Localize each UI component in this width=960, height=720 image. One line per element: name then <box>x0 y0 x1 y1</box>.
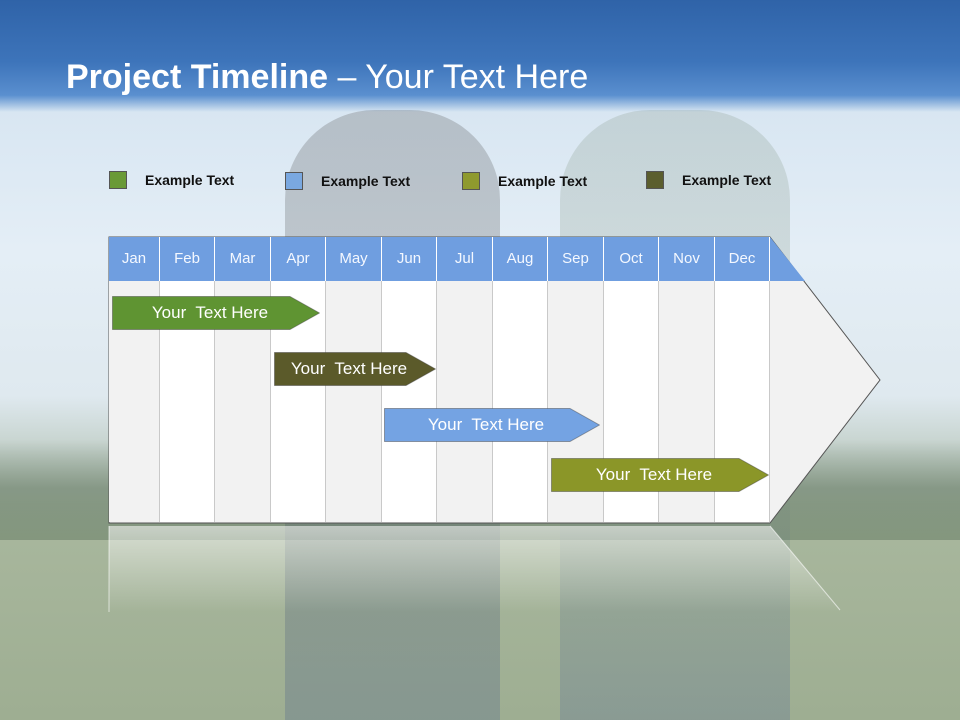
legend-swatch-2 <box>285 172 303 190</box>
task-label-2: Your Text Here <box>290 359 408 378</box>
task-bar-1: Your Text Here <box>112 296 320 330</box>
reflection-edge-diagonal <box>769 525 841 611</box>
task-arrow-shape-2 <box>274 352 436 386</box>
month-column-aug <box>493 281 548 522</box>
task-label-1: Your Text Here <box>151 303 269 322</box>
task-bar-4: Your Text Here <box>551 458 769 492</box>
title-rest: – Your Text Here <box>328 58 589 96</box>
task-label-4: Your Text Here <box>595 465 713 484</box>
slide-title: Project Timeline – Your Text Here <box>66 58 588 97</box>
month-header-jun: Jun <box>382 237 437 281</box>
month-header-jul: Jul <box>437 237 493 281</box>
task-arrow-shape-1 <box>112 296 320 330</box>
legend-swatch-3 <box>462 172 480 190</box>
month-column-may <box>326 281 382 522</box>
task-arrow-polygon-4 <box>551 458 769 492</box>
task-arrow-shape-4 <box>551 458 769 492</box>
month-header-may: May <box>326 237 382 281</box>
month-header-apr: Apr <box>271 237 326 281</box>
month-header-feb: Feb <box>160 237 215 281</box>
timeline-header-cap <box>770 237 805 281</box>
legend-label-2: Example Text <box>321 173 411 189</box>
task-arrow-polygon-3 <box>384 408 600 442</box>
task-label-3: Your Text Here <box>427 415 545 434</box>
month-header-jan: Jan <box>109 237 160 281</box>
month-header-aug: Aug <box>493 237 548 281</box>
legend-label-4: Example Text <box>682 172 772 188</box>
legend-item-3: Example Text <box>462 172 587 190</box>
title-bold: Project Timeline <box>66 58 329 96</box>
legend-item-1: Example Text <box>109 171 234 189</box>
task-bar-2: Your Text Here <box>274 352 436 386</box>
month-header-dec: Dec <box>715 237 770 281</box>
month-column-jun <box>382 281 437 522</box>
timeline-reflection <box>109 526 840 612</box>
month-header-mar: Mar <box>215 237 271 281</box>
legend-item-2: Example Text <box>285 172 410 190</box>
month-header-sep: Sep <box>548 237 604 281</box>
task-bar-3: Your Text Here <box>384 408 600 442</box>
title-bar: Project Timeline – Your Text Here <box>0 0 960 112</box>
legend-swatch-1 <box>109 171 127 189</box>
task-arrow-polygon-2 <box>274 352 436 386</box>
month-header-oct: Oct <box>604 237 659 281</box>
task-arrow-polygon-1 <box>112 296 320 330</box>
task-arrow-shape-3 <box>384 408 600 442</box>
legend-label-3: Example Text <box>498 173 588 189</box>
legend-label-1: Example Text <box>145 172 235 188</box>
month-column-jul <box>437 281 493 522</box>
legend-item-4: Example Text <box>646 171 771 189</box>
month-header-nov: Nov <box>659 237 715 281</box>
legend-swatch-4 <box>646 171 664 189</box>
